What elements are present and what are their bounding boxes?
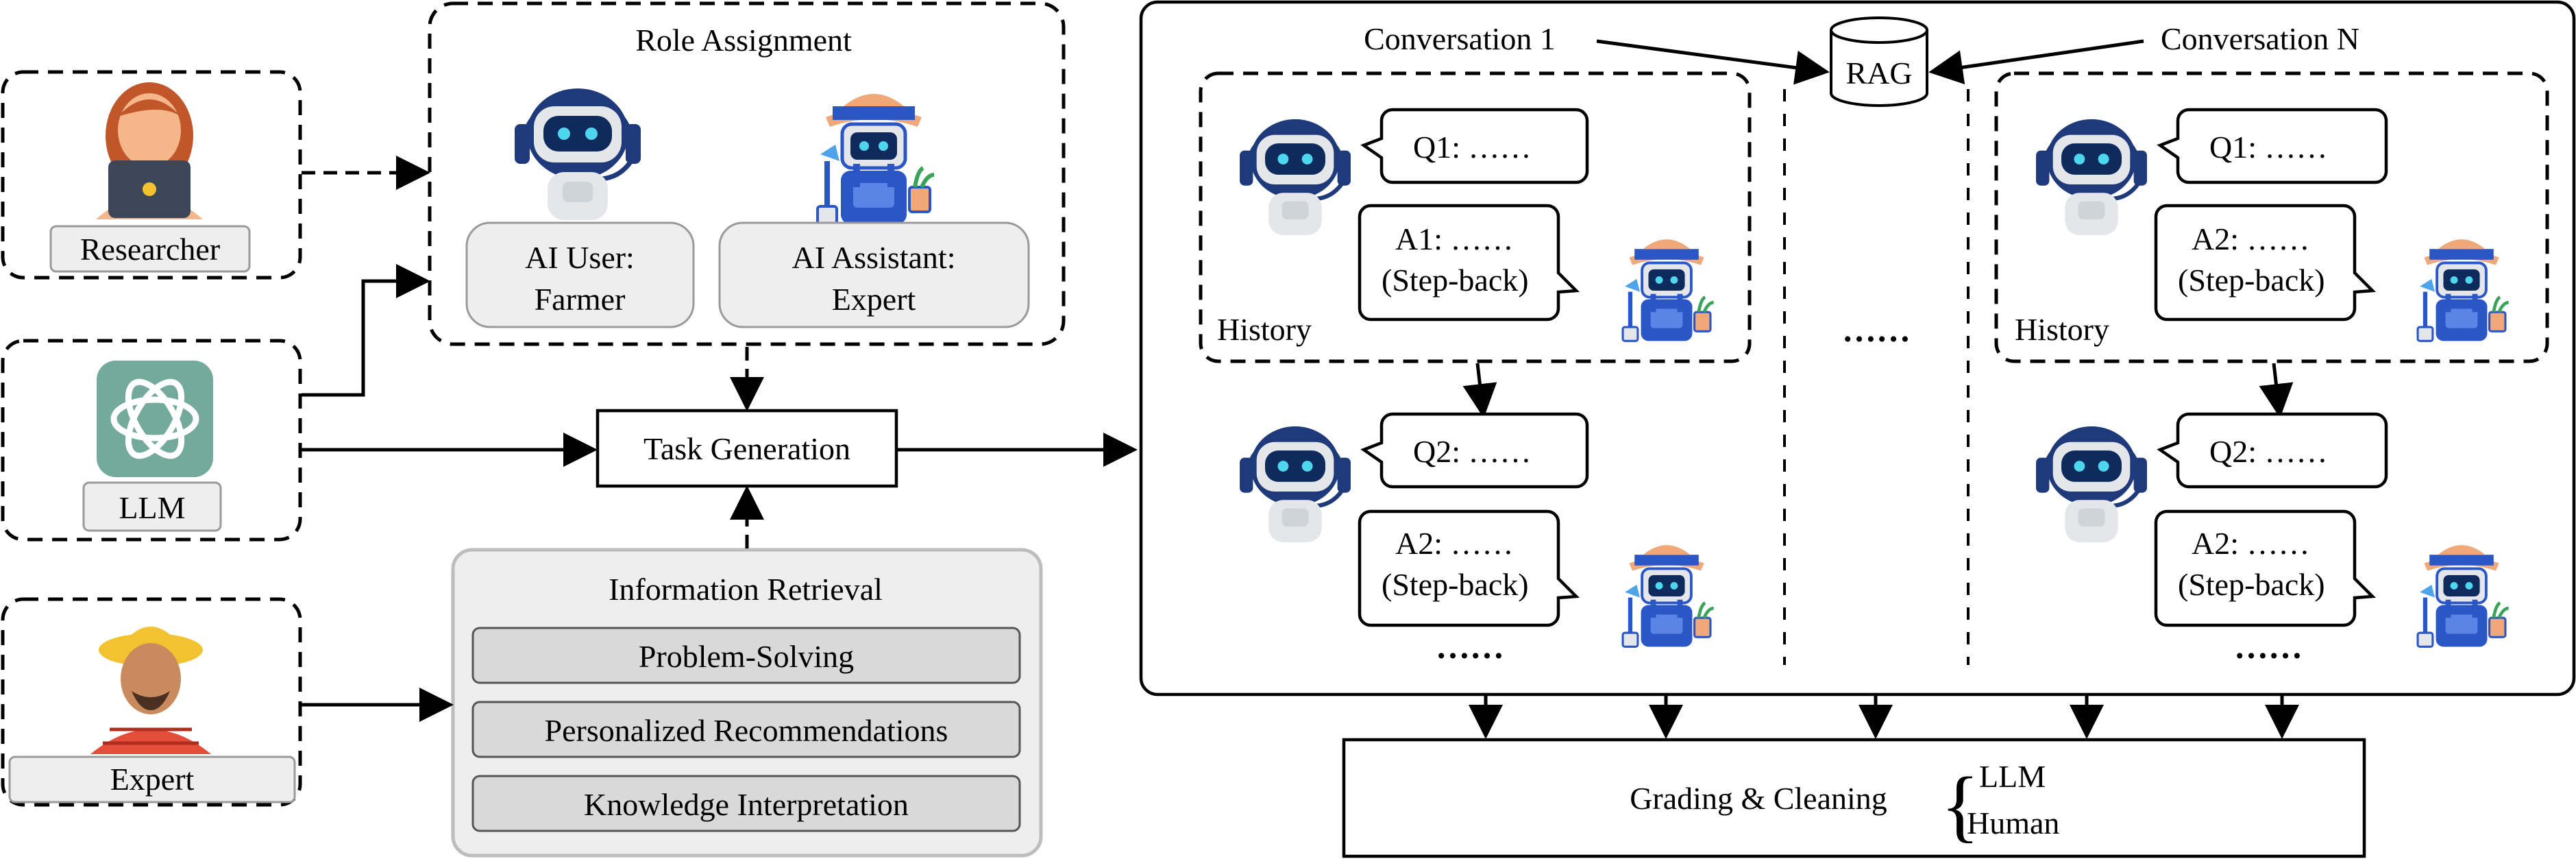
ai-user-robot-icon xyxy=(2036,119,2147,235)
between-conversations-ellipsis: …… xyxy=(1842,311,1911,349)
answer-bubble: A2: …… (Step-back) xyxy=(2154,204,2377,322)
question-text: Q2: …… xyxy=(1413,434,1532,469)
chatgpt-logo-icon xyxy=(97,361,213,477)
information-retrieval-title: Information Retrieval xyxy=(609,572,883,607)
task-generation-label: Task Generation xyxy=(643,431,850,466)
question-text: Q1: …… xyxy=(2209,130,2328,165)
conversation-1-title: Conversation 1 xyxy=(1364,21,1556,56)
question-bubble: Q2: …… xyxy=(1360,412,1589,489)
conversation-continues-ellipsis: …… xyxy=(1436,627,1504,666)
answer-line2: (Step-back) xyxy=(2178,567,2325,602)
conversation-continues-ellipsis: …… xyxy=(2234,627,2303,666)
grading-connectors xyxy=(1469,695,2299,739)
answer-line1: A2: …… xyxy=(2192,221,2310,256)
llm-label: LLM xyxy=(119,490,185,525)
researcher-source: Researcher xyxy=(1,70,302,280)
conversation-n-title: Conversation N xyxy=(2161,21,2359,56)
ai-user-role-line2: Farmer xyxy=(535,282,626,317)
grading-brace: { xyxy=(1941,760,1980,850)
role-assignment-panel: Role Assignment AI User: Farmer AI Assis… xyxy=(428,1,1066,346)
task-generation-box: Task Generation xyxy=(596,409,898,488)
rag-database-icon xyxy=(1830,16,1928,107)
retrieval-item: Knowledge Interpretation xyxy=(584,787,909,822)
answer-line2: (Step-back) xyxy=(1382,567,1529,602)
conversation-1: Q1: …… A1: …… (Step-back) History Q2: ……… xyxy=(1199,71,1752,666)
ai-assistant-robot-icon xyxy=(818,94,934,224)
expert-farmer-icon xyxy=(90,627,211,754)
question-text: Q2: …… xyxy=(2209,434,2328,469)
ai-user-robot-icon xyxy=(515,88,641,220)
grading-cleaning-label: Grading & Cleaning xyxy=(1630,781,1887,816)
expert-source: Expert xyxy=(1,597,302,807)
rag-label: RAG xyxy=(1845,56,1912,90)
answer-line2: (Step-back) xyxy=(2178,263,2325,298)
question-text: Q1: …… xyxy=(1413,130,1532,165)
question-bubble: Q1: …… xyxy=(1360,108,1589,184)
answer-line1: A2: …… xyxy=(2192,526,2310,561)
ai-user-robot-icon xyxy=(2036,426,2147,542)
answer-bubble: A2: …… (Step-back) xyxy=(1358,509,1580,627)
ai-assistant-robot-icon xyxy=(2418,545,2509,646)
grading-option: Human xyxy=(1967,806,2059,840)
question-bubble: Q2: …… xyxy=(2157,412,2388,489)
grading-cleaning-box: Grading & Cleaning { LLM Human xyxy=(1342,738,2366,858)
answer-line1: A1: …… xyxy=(1395,221,1514,256)
answer-bubble: A1: …… (Step-back) xyxy=(1358,204,1580,322)
ai-user-role-line1: AI User: xyxy=(525,240,635,275)
question-bubble: Q1: …… xyxy=(2157,108,2388,184)
role-assignment-title: Role Assignment xyxy=(635,23,852,58)
retrieval-item: Problem-Solving xyxy=(639,639,854,674)
llm-source: LLM xyxy=(1,339,302,542)
ai-assistant-robot-icon xyxy=(1623,239,1714,341)
information-retrieval-panel: Information Retrieval Problem-Solving Pe… xyxy=(451,548,1043,858)
ai-assistant-robot-icon xyxy=(2418,239,2509,341)
ai-assistant-robot-icon xyxy=(1623,545,1714,646)
expert-label: Expert xyxy=(110,762,195,797)
grading-option: LLM xyxy=(1979,759,2046,794)
answer-line2: (Step-back) xyxy=(1382,263,1529,298)
researcher-label: Researcher xyxy=(80,232,220,267)
ai-user-robot-icon xyxy=(1240,426,1351,542)
answer-bubble: A2: …… (Step-back) xyxy=(2154,509,2377,627)
ai-user-robot-icon xyxy=(1240,119,1351,235)
history-label: History xyxy=(1217,312,1312,347)
history-label: History xyxy=(2015,312,2109,347)
answer-line1: A2: …… xyxy=(1395,526,1514,561)
conversation-n: Q1: …… A2: …… (Step-back) History Q2: ……… xyxy=(1994,71,2549,666)
ai-assistant-role-line1: AI Assistant: xyxy=(792,240,956,275)
researcher-icon xyxy=(96,82,203,219)
left-connectors xyxy=(302,156,1138,722)
retrieval-item: Personalized Recommendations xyxy=(545,713,948,748)
ai-assistant-role-line2: Expert xyxy=(832,282,916,317)
conversations-panel: RAG Conversation 1 Conversation N …… Q1:… xyxy=(1139,0,2576,697)
